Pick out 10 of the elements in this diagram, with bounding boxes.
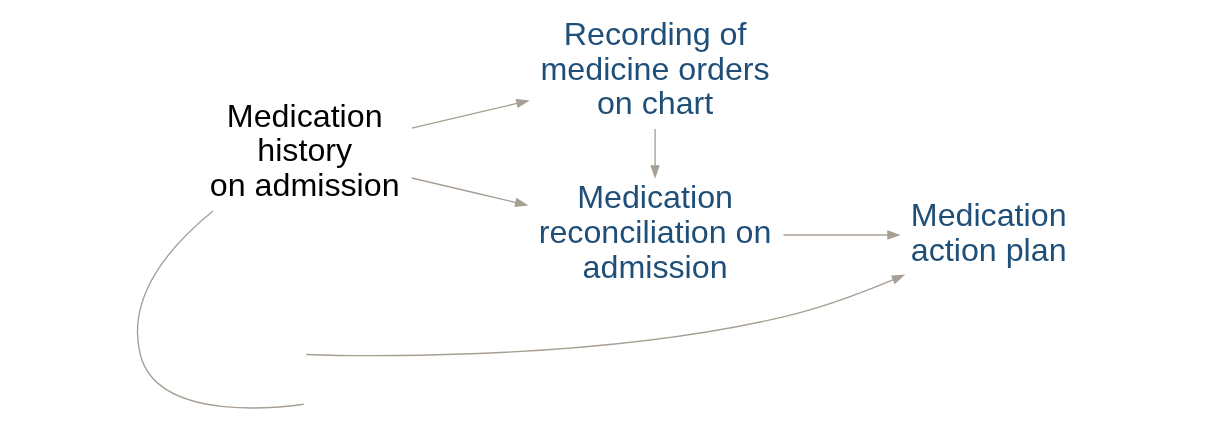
- arrow: [411, 177, 529, 207]
- node-text: Medication history on admission: [209, 97, 400, 204]
- arrow: [650, 128, 660, 179]
- node-text: Medication action plan: [910, 196, 1067, 268]
- connector: [136, 210, 305, 409]
- arrow: [305, 274, 906, 357]
- arrow: [411, 98, 530, 129]
- node-text: Recording of medicine orders on chart: [540, 15, 770, 122]
- arrow: [782, 230, 901, 240]
- node-text: Medication reconciliation on admission: [538, 179, 772, 286]
